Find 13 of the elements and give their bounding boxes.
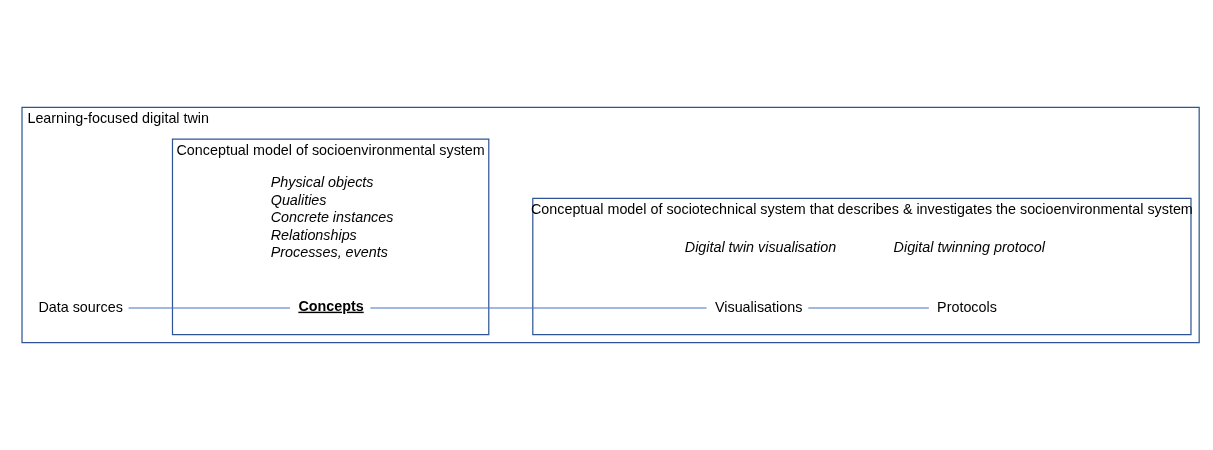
node-label: Concrete instances xyxy=(270,209,394,226)
connector xyxy=(369,307,708,309)
node-label: Digital twinning protocol xyxy=(893,238,1045,255)
node-text: Data sources xyxy=(38,298,123,315)
node-text: Protocols xyxy=(937,298,997,315)
node-label: Physical objects xyxy=(270,174,374,191)
node-label: Processes, events xyxy=(270,243,388,260)
node-label: Qualities xyxy=(270,191,327,208)
node-label: Relationships xyxy=(270,226,357,243)
node-label: Digital twin visualisation xyxy=(684,238,837,255)
node-text: Concepts xyxy=(298,297,364,314)
node-text: Visualisations xyxy=(715,298,803,315)
connector xyxy=(128,307,291,309)
